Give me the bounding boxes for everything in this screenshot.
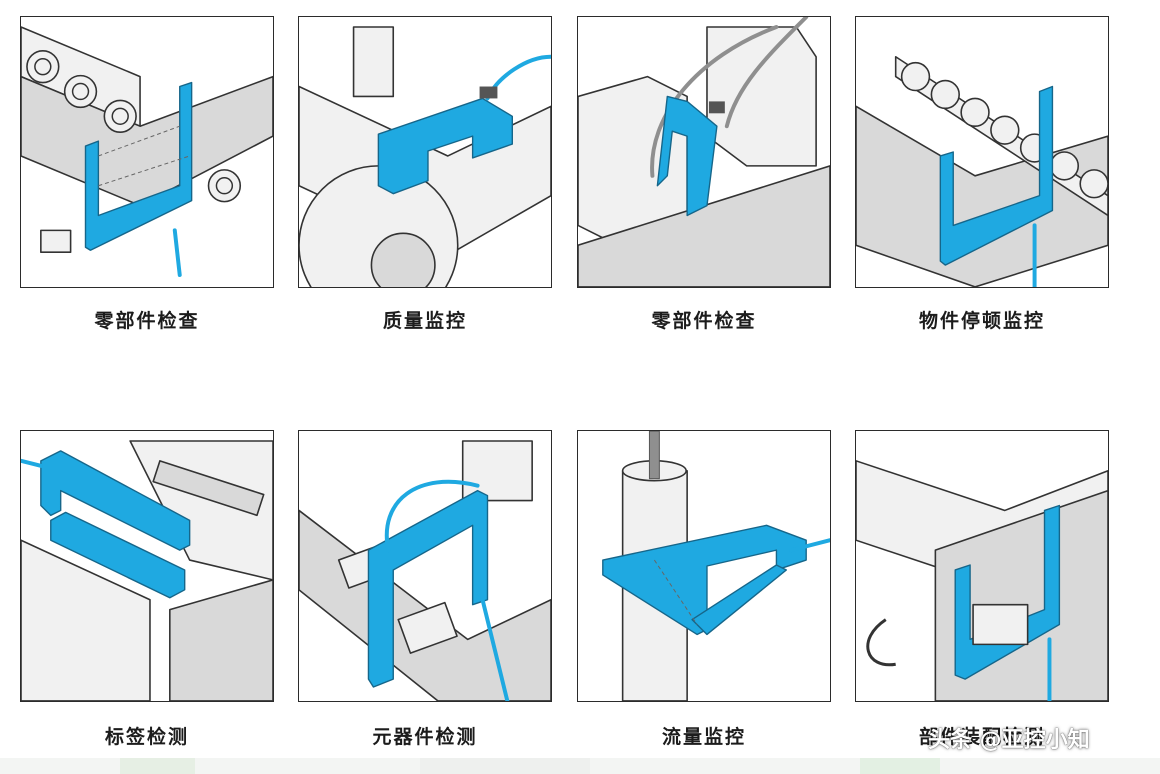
strip-block-mid bbox=[420, 758, 590, 774]
panel-parts-inspection-1 bbox=[20, 16, 274, 288]
caption-2: 质量监控 bbox=[382, 310, 467, 332]
caption-7: 流量监控 bbox=[661, 726, 746, 748]
strip-block-right bbox=[860, 758, 940, 774]
label-detection-illustration bbox=[21, 440, 273, 701]
parts-inspection-gripper-illustration bbox=[578, 17, 830, 287]
panel-quality-monitoring bbox=[298, 16, 552, 288]
caption-3: 零部件检查 bbox=[651, 310, 757, 332]
panel-parts-inspection-2 bbox=[577, 16, 831, 288]
caption-4: 物件停顿监控 bbox=[918, 310, 1045, 332]
caption-6: 元器件检测 bbox=[372, 726, 478, 748]
parts-inspection-illustration bbox=[21, 26, 273, 278]
flow-monitoring-illustration bbox=[602, 431, 830, 701]
panel-object-stop-monitoring bbox=[855, 16, 1109, 288]
panel-label-detection bbox=[20, 430, 274, 702]
part-position-detection-illustration bbox=[856, 460, 1108, 701]
panel-part-position-detection bbox=[855, 430, 1109, 702]
caption-8: 部件装配检测 bbox=[918, 726, 1045, 748]
panel-flow-monitoring bbox=[577, 430, 831, 702]
panel-component-detection bbox=[298, 430, 552, 702]
strip-block-left bbox=[120, 758, 195, 774]
quality-monitoring-illustration bbox=[299, 26, 551, 287]
component-detection-illustration bbox=[299, 440, 551, 701]
watermark: 头条 @亚控小知 bbox=[928, 728, 1090, 753]
object-stop-monitoring-illustration bbox=[856, 55, 1108, 287]
caption-5: 标签检测 bbox=[104, 726, 189, 748]
caption-1: 零部件检查 bbox=[94, 310, 200, 332]
